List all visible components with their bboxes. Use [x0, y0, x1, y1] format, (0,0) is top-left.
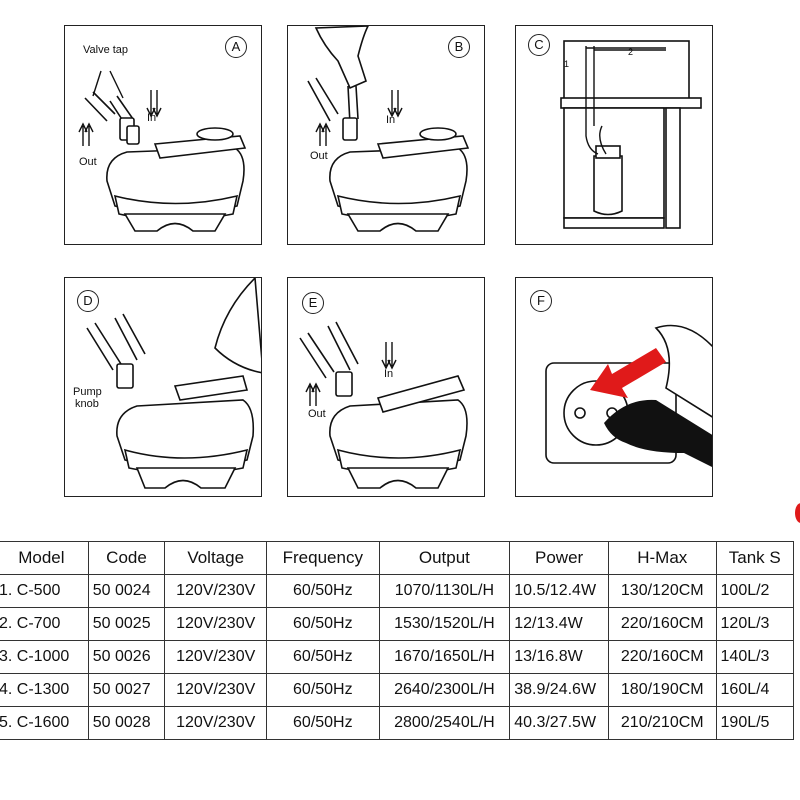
cell-output: 1670/1650L/H — [378, 640, 511, 674]
red-mark-icon — [795, 503, 800, 523]
cell-frequency: 60/50Hz — [266, 673, 380, 707]
cell-model: 4. C-1300 — [0, 673, 89, 707]
header-code: Code — [87, 541, 166, 575]
cell-output: 2640/2300L/H — [378, 673, 511, 707]
cell-code: 50 0025 — [87, 607, 166, 641]
aquarium-stand-illustration — [560, 40, 702, 229]
cell-hmax: 220/160CM — [607, 640, 717, 674]
label-valve-tap: Valve tap — [83, 44, 129, 56]
cell-voltage: 120V/230V — [164, 706, 268, 740]
header-frequency: Frequency — [266, 541, 380, 575]
red-arrow-icon — [590, 348, 666, 398]
cell-code: 50 0024 — [87, 574, 166, 608]
panel-a: A Valve tap In Out — [64, 25, 262, 245]
badge-c: C — [528, 34, 550, 56]
label-out: Out — [308, 408, 326, 420]
badge-d: D — [77, 290, 99, 312]
label-pump: Pump — [73, 386, 102, 398]
header-model: Model — [0, 541, 89, 575]
badge-a: A — [225, 36, 247, 58]
cell-output: 1530/1520L/H — [378, 607, 511, 641]
spec-table: Model Code Voltage Frequency Output Powe… — [0, 541, 795, 740]
cell-tank-size: 120L/3 — [715, 607, 795, 641]
badge-e: E — [302, 292, 324, 314]
cell-model: 1. C-500 — [0, 574, 89, 608]
table-row: 2. C-700 50 0025 120V/230V 60/50Hz 1530/… — [0, 607, 795, 641]
header-voltage: Voltage — [164, 541, 268, 575]
cell-voltage: 120V/230V — [164, 640, 268, 674]
panel-f: F — [515, 277, 713, 497]
power-socket-illustration — [545, 324, 712, 467]
cell-model: 2. C-700 — [0, 607, 89, 641]
cell-power: 10.5/12.4W — [509, 574, 609, 608]
panel-d: D Pump knob — [64, 277, 262, 497]
cell-code: 50 0026 — [87, 640, 166, 674]
badge-f: F — [530, 290, 552, 312]
cell-frequency: 60/50Hz — [266, 607, 380, 641]
hand-valve-illustration — [307, 26, 470, 232]
panel-c: C 1 2 — [515, 25, 713, 245]
cell-hmax: 210/210CM — [607, 706, 717, 740]
cell-tank-size: 190L/5 — [715, 706, 795, 740]
cell-tank-size: 140L/3 — [715, 640, 795, 674]
cell-voltage: 120V/230V — [164, 607, 268, 641]
cell-tank-size: 100L/2 — [715, 574, 795, 608]
label-out: Out — [79, 156, 97, 168]
cell-frequency: 60/50Hz — [266, 640, 380, 674]
cell-frequency: 60/50Hz — [266, 574, 380, 608]
table-row: 4. C-1300 50 0027 120V/230V 60/50Hz 2640… — [0, 673, 795, 707]
cell-power: 38.9/24.6W — [509, 673, 609, 707]
table-row: 5. C-1600 50 0028 120V/230V 60/50Hz 2800… — [0, 706, 795, 740]
marker-2: 2 — [628, 47, 634, 57]
header-power: Power — [509, 541, 609, 575]
cell-power: 13/16.8W — [509, 640, 609, 674]
cell-model: 5. C-1600 — [0, 706, 89, 740]
lever-valve-illustration — [299, 321, 468, 489]
header-output: Output — [378, 541, 511, 575]
label-out: Out — [310, 150, 328, 162]
panel-b: B In Out — [287, 25, 485, 245]
panel-e: E In Out — [287, 277, 485, 497]
cell-code: 50 0028 — [87, 706, 166, 740]
badge-b: B — [448, 36, 470, 58]
cell-frequency: 60/50Hz — [266, 706, 380, 740]
pump-knob-illustration — [86, 278, 261, 489]
cell-model: 3. C-1000 — [0, 640, 89, 674]
cell-hmax: 220/160CM — [607, 607, 717, 641]
cell-voltage: 120V/230V — [164, 574, 268, 608]
cell-tank-size: 160L/4 — [715, 673, 795, 707]
table-header-row: Model Code Voltage Frequency Output Powe… — [0, 541, 795, 575]
table-row: 1. C-500 50 0024 120V/230V 60/50Hz 1070/… — [0, 574, 795, 608]
filter-valve-illustration — [78, 70, 247, 232]
cell-hmax: 130/120CM — [607, 574, 717, 608]
header-tank-size: Tank S — [715, 541, 795, 575]
header-hmax: H-Max — [607, 541, 717, 575]
label-knob: knob — [75, 398, 99, 410]
cell-power: 12/13.4W — [509, 607, 609, 641]
label-in: In — [147, 112, 157, 124]
cell-code: 50 0027 — [87, 673, 166, 707]
marker-1: 1 — [564, 59, 570, 69]
cell-output: 1070/1130L/H — [378, 574, 511, 608]
cell-voltage: 120V/230V — [164, 673, 268, 707]
cell-output: 2800/2540L/H — [378, 706, 511, 740]
label-in: In — [384, 368, 394, 380]
label-in: In — [386, 114, 396, 126]
cell-power: 40.3/27.5W — [509, 706, 609, 740]
table-row: 3. C-1000 50 0026 120V/230V 60/50Hz 1670… — [0, 640, 795, 674]
cell-hmax: 180/190CM — [607, 673, 717, 707]
